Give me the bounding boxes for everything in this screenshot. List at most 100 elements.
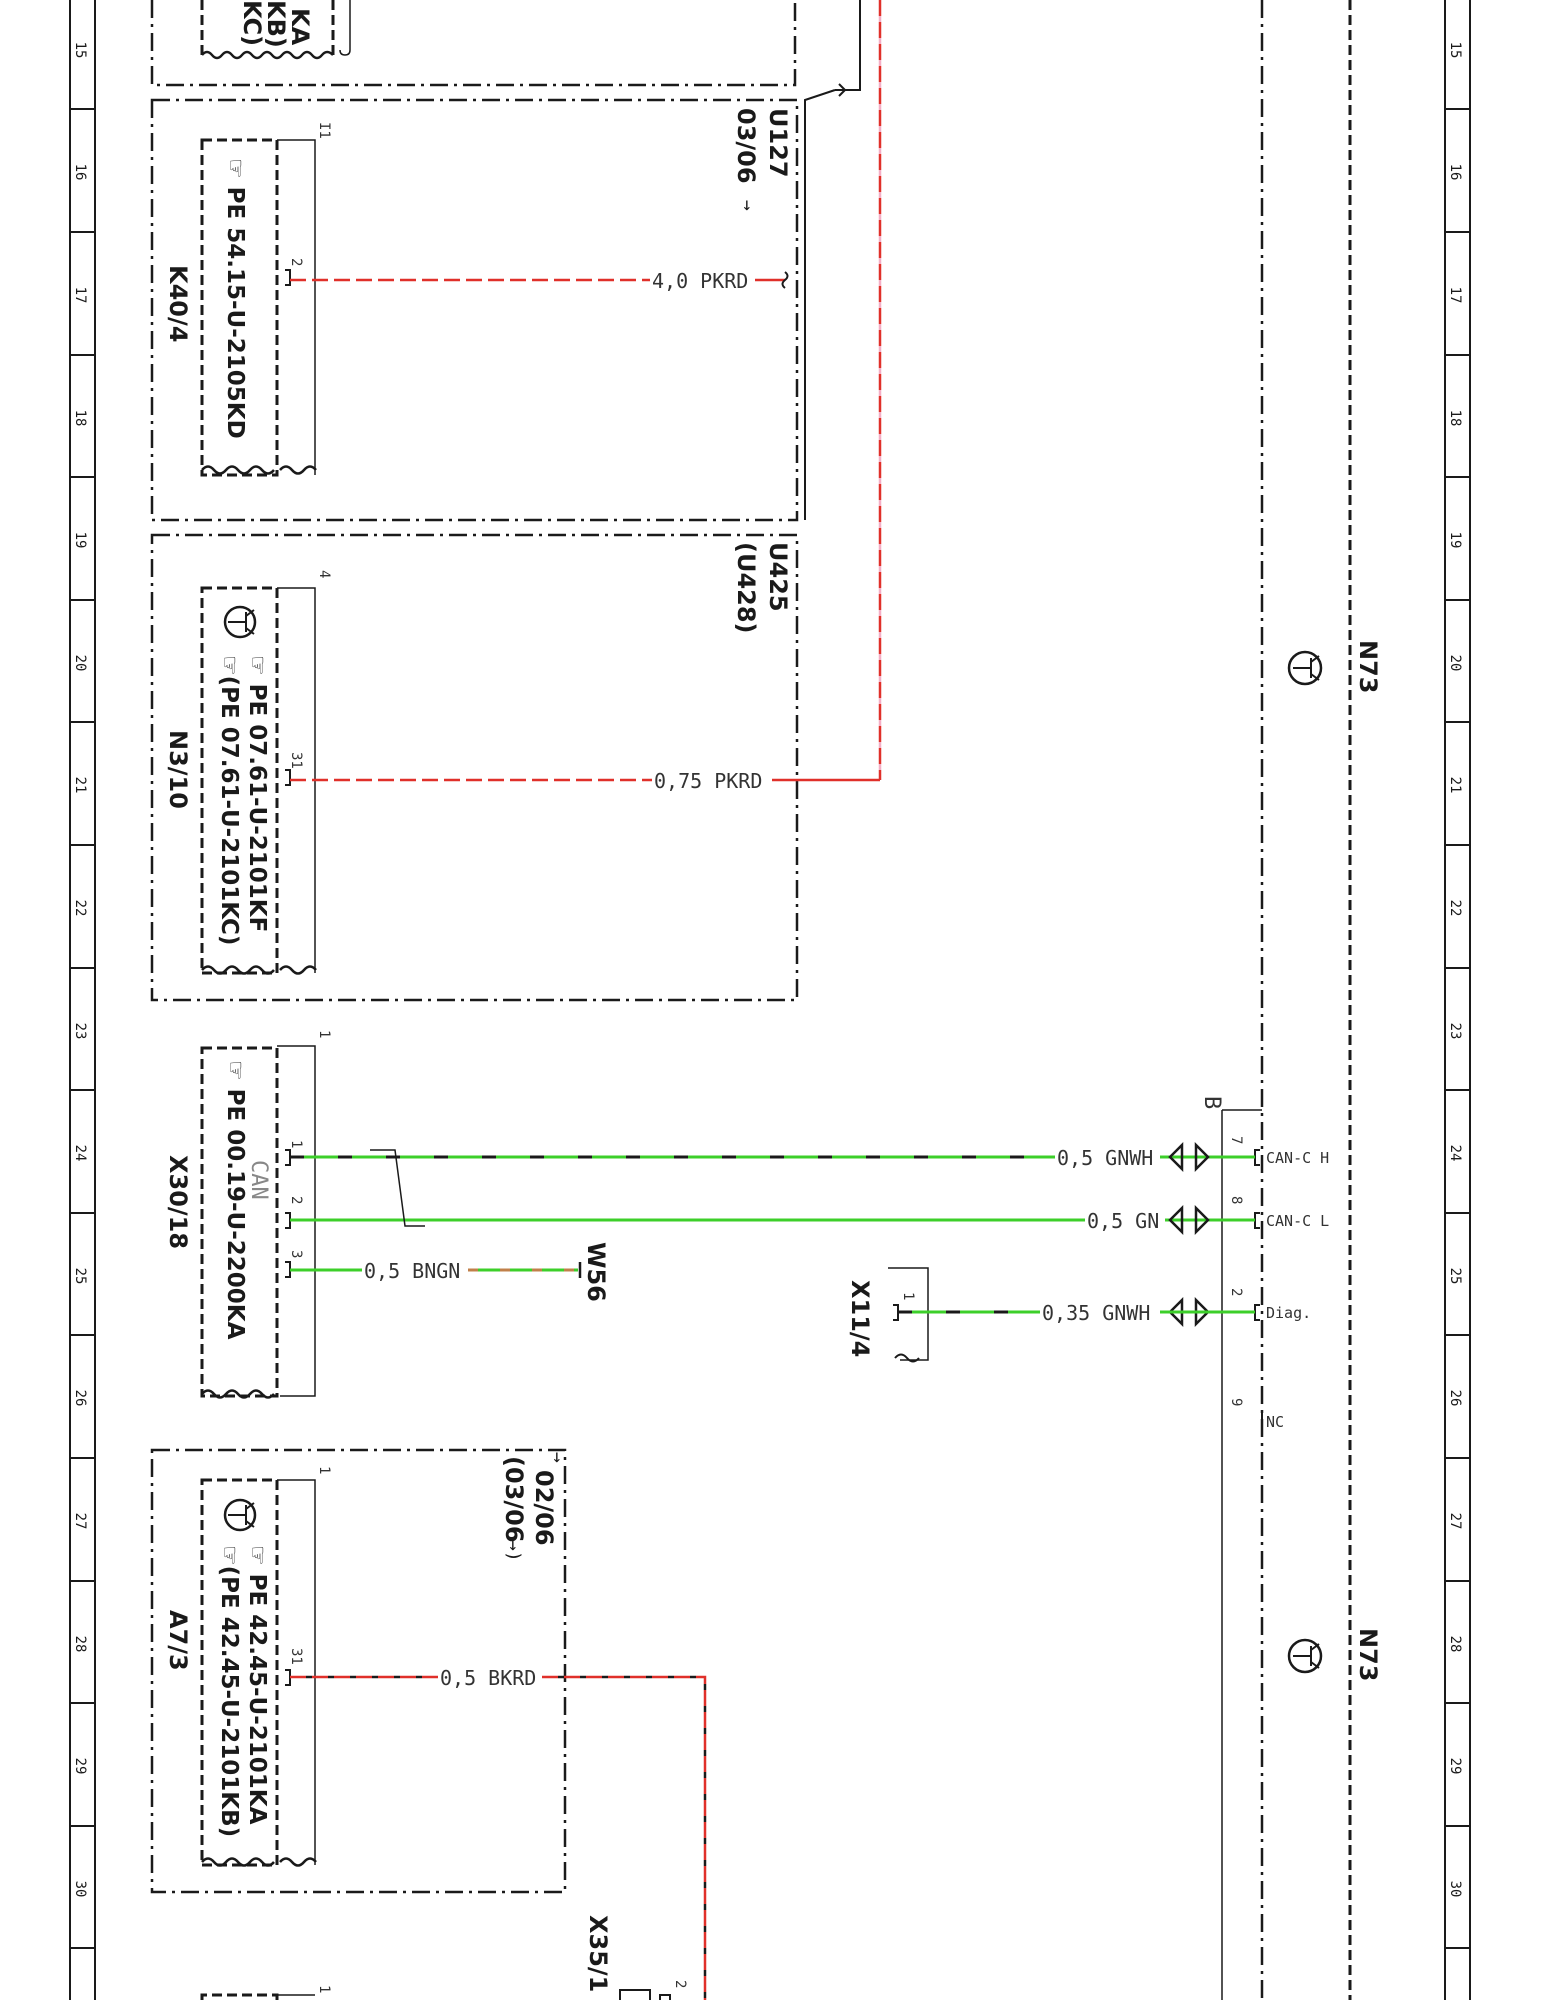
ruler-left-label: 16 (72, 164, 88, 181)
ruler-left-label: 25 (72, 1268, 88, 1285)
ruler-left-label: 15 (72, 42, 88, 59)
k40-ref-text: PE 54.15-U-2105KD (222, 187, 248, 439)
n73-signal: NC (1266, 1413, 1284, 1431)
bngn-wire-label: 0,5 BNGN (364, 1259, 460, 1283)
ruler-right-label: 28 (1447, 1636, 1463, 1653)
can-wires: 0,5 GNWH 0,5 GN 0,5 BNGN W56 (290, 1141, 1255, 1328)
ruler-right-label: 17 (1447, 287, 1463, 304)
hand-icon: ☞ (222, 1060, 248, 1089)
ruler-left-label: 20 (72, 655, 88, 672)
ruler-left-label: 24 (72, 1145, 88, 1162)
x30-can-label: CAN (246, 1160, 271, 1200)
n73-signal: Diag. (1266, 1304, 1311, 1322)
a7-module: 1 ☞ PE 42.45-U-2101KA ☞(PE 42.45-U-2101K… (150, 1448, 568, 1894)
ruler-right-label: 15 (1447, 42, 1463, 59)
top-link-wire (804, 0, 861, 520)
ruler-left (69, 0, 96, 2000)
n73-pin: 9 (1228, 1398, 1244, 1406)
down-arrow-icon: → (737, 200, 758, 211)
k40-zone-a: U127 (764, 108, 792, 178)
transistor-icon (223, 605, 257, 639)
ruler-right-label: 22 (1447, 900, 1463, 917)
ruler-right-label: 24 (1447, 1145, 1463, 1162)
x35-connector: X35/1 2 (584, 1915, 688, 2000)
ruler-left-label: 21 (72, 777, 88, 794)
k40-pin-group: I1 (316, 122, 332, 139)
x30-pin-group: 1 (316, 1030, 332, 1038)
ruler-left-label: 26 (72, 1390, 88, 1407)
ruler-right-label: 25 (1447, 1268, 1463, 1285)
x30-pin: 1 (288, 1140, 304, 1148)
bottom-fragment: 1 (200, 1985, 332, 2000)
n73-pin: 8 (1228, 1196, 1244, 1204)
ruler-right-labels: 15 16 17 18 19 20 21 22 23 24 25 26 27 2… (1447, 42, 1463, 1898)
n3-name: N3/10 (164, 730, 192, 809)
ruler-right (1444, 0, 1471, 2000)
top-fragment: KA KB) KC) (150, 0, 797, 87)
ruler-left-label: 28 (72, 1636, 88, 1653)
n73-module: N73 N73 B 7 8 2 9 CAN-C H CAN-C L Diag. … (1199, 0, 1382, 2000)
k40-zone-b: 03/06 (732, 108, 760, 184)
n3-pin-group: 4 (316, 570, 332, 578)
a7-ref2-text: (PE 42.45-U-2101KB) (216, 1566, 242, 1838)
ruler-right-label: 27 (1447, 1513, 1463, 1530)
a7-name: A7/3 (164, 1610, 192, 1671)
ruler-right-label: 26 (1447, 1390, 1463, 1407)
ruler-right-label: 23 (1447, 1023, 1463, 1040)
x11-connector: X11/4 1 0,35 GNWH (846, 1267, 1255, 1363)
n3-zone-b: (U428) (732, 542, 760, 634)
n3-ref1: ☞ PE 07.61-U-2101KF (244, 655, 270, 932)
x30-ref: ☞ PE 00.19-U-2200KA (222, 1060, 248, 1340)
a7-ref1-text: PE 42.45-U-2101KA (244, 1574, 270, 1825)
n73-pin: 2 (1228, 1288, 1244, 1296)
x30-connector: 1 ☞ PE 00.19-U-2200KA X30/18 CAN 1 2 3 (164, 1030, 332, 1399)
n3-wire-label: 0,75 PKRD (654, 769, 762, 793)
n73-signal: CAN-C L (1266, 1212, 1329, 1230)
n73-name-2: N73 (1354, 1628, 1382, 1681)
hand-icon: ☞ (244, 1545, 270, 1574)
n3-ref2: ☞(PE 07.61-U-2101KC) (216, 655, 242, 945)
a7-wire-label: 0,5 BKRD (440, 1666, 536, 1690)
x30-name: X30/18 (164, 1155, 192, 1249)
ruler-right-label: 29 (1447, 1758, 1463, 1775)
ruler-left-label: 27 (72, 1513, 88, 1530)
a7-ref1: ☞ PE 42.45-U-2101KA (244, 1545, 270, 1825)
x35-pin: 2 (672, 1980, 688, 1988)
ruler-right-label: 20 (1447, 655, 1463, 672)
hand-icon: ☞ (244, 655, 270, 684)
n73-connector: B (1199, 1096, 1224, 1109)
ruler-right-label: 18 (1447, 410, 1463, 427)
k40-pin: 2 (288, 258, 304, 266)
ruler-left-label: 19 (72, 532, 88, 549)
a7-pin-group: 1 (316, 1466, 332, 1474)
a7-zone-b: (03/06 (500, 1456, 528, 1543)
a7-zone-a: 02/06 (530, 1470, 558, 1546)
k40-ref: ☞ PE 54.15-U-2105KD (222, 158, 248, 439)
n3-ref2-text: (PE 07.61-U-2101KC) (216, 676, 242, 946)
ruler-left-label: 18 (72, 410, 88, 427)
ruler-left-label: 23 (72, 1023, 88, 1040)
x30-pin: 2 (288, 1196, 304, 1204)
n73-signal: CAN-C H (1266, 1149, 1329, 1167)
x11-pin: 1 (900, 1292, 916, 1300)
transistor-icon (1287, 650, 1323, 686)
n73-name: N73 (1354, 640, 1382, 693)
x30-ref-text: PE 00.19-U-2200KA (222, 1089, 248, 1340)
diag-wire-label: 0,35 GNWH (1042, 1301, 1150, 1325)
ruler-right-label: 21 (1447, 777, 1463, 794)
n3-module: 4 ☞ PE 07.61-U-2101KF ☞(PE 07.61-U-2101K… (150, 533, 799, 1002)
k40-name: K40/4 (164, 265, 192, 342)
transistor-icon (1287, 1638, 1323, 1674)
hand-icon: ☞ (216, 1545, 242, 1566)
down-arrow-icon: → (547, 1452, 568, 1463)
w56-label: W56 (582, 1242, 610, 1302)
ruler-left-label: 29 (72, 1758, 88, 1775)
top-fragment-label: KB) (262, 0, 290, 48)
connector-icon (1168, 1141, 1210, 1328)
ruler-left-label: 17 (72, 287, 88, 304)
ruler-left-label: 30 (72, 1881, 88, 1898)
hand-icon: ☞ (222, 158, 248, 187)
n73-pin: 7 (1228, 1136, 1244, 1144)
n3-zone-a: U425 (764, 542, 792, 612)
